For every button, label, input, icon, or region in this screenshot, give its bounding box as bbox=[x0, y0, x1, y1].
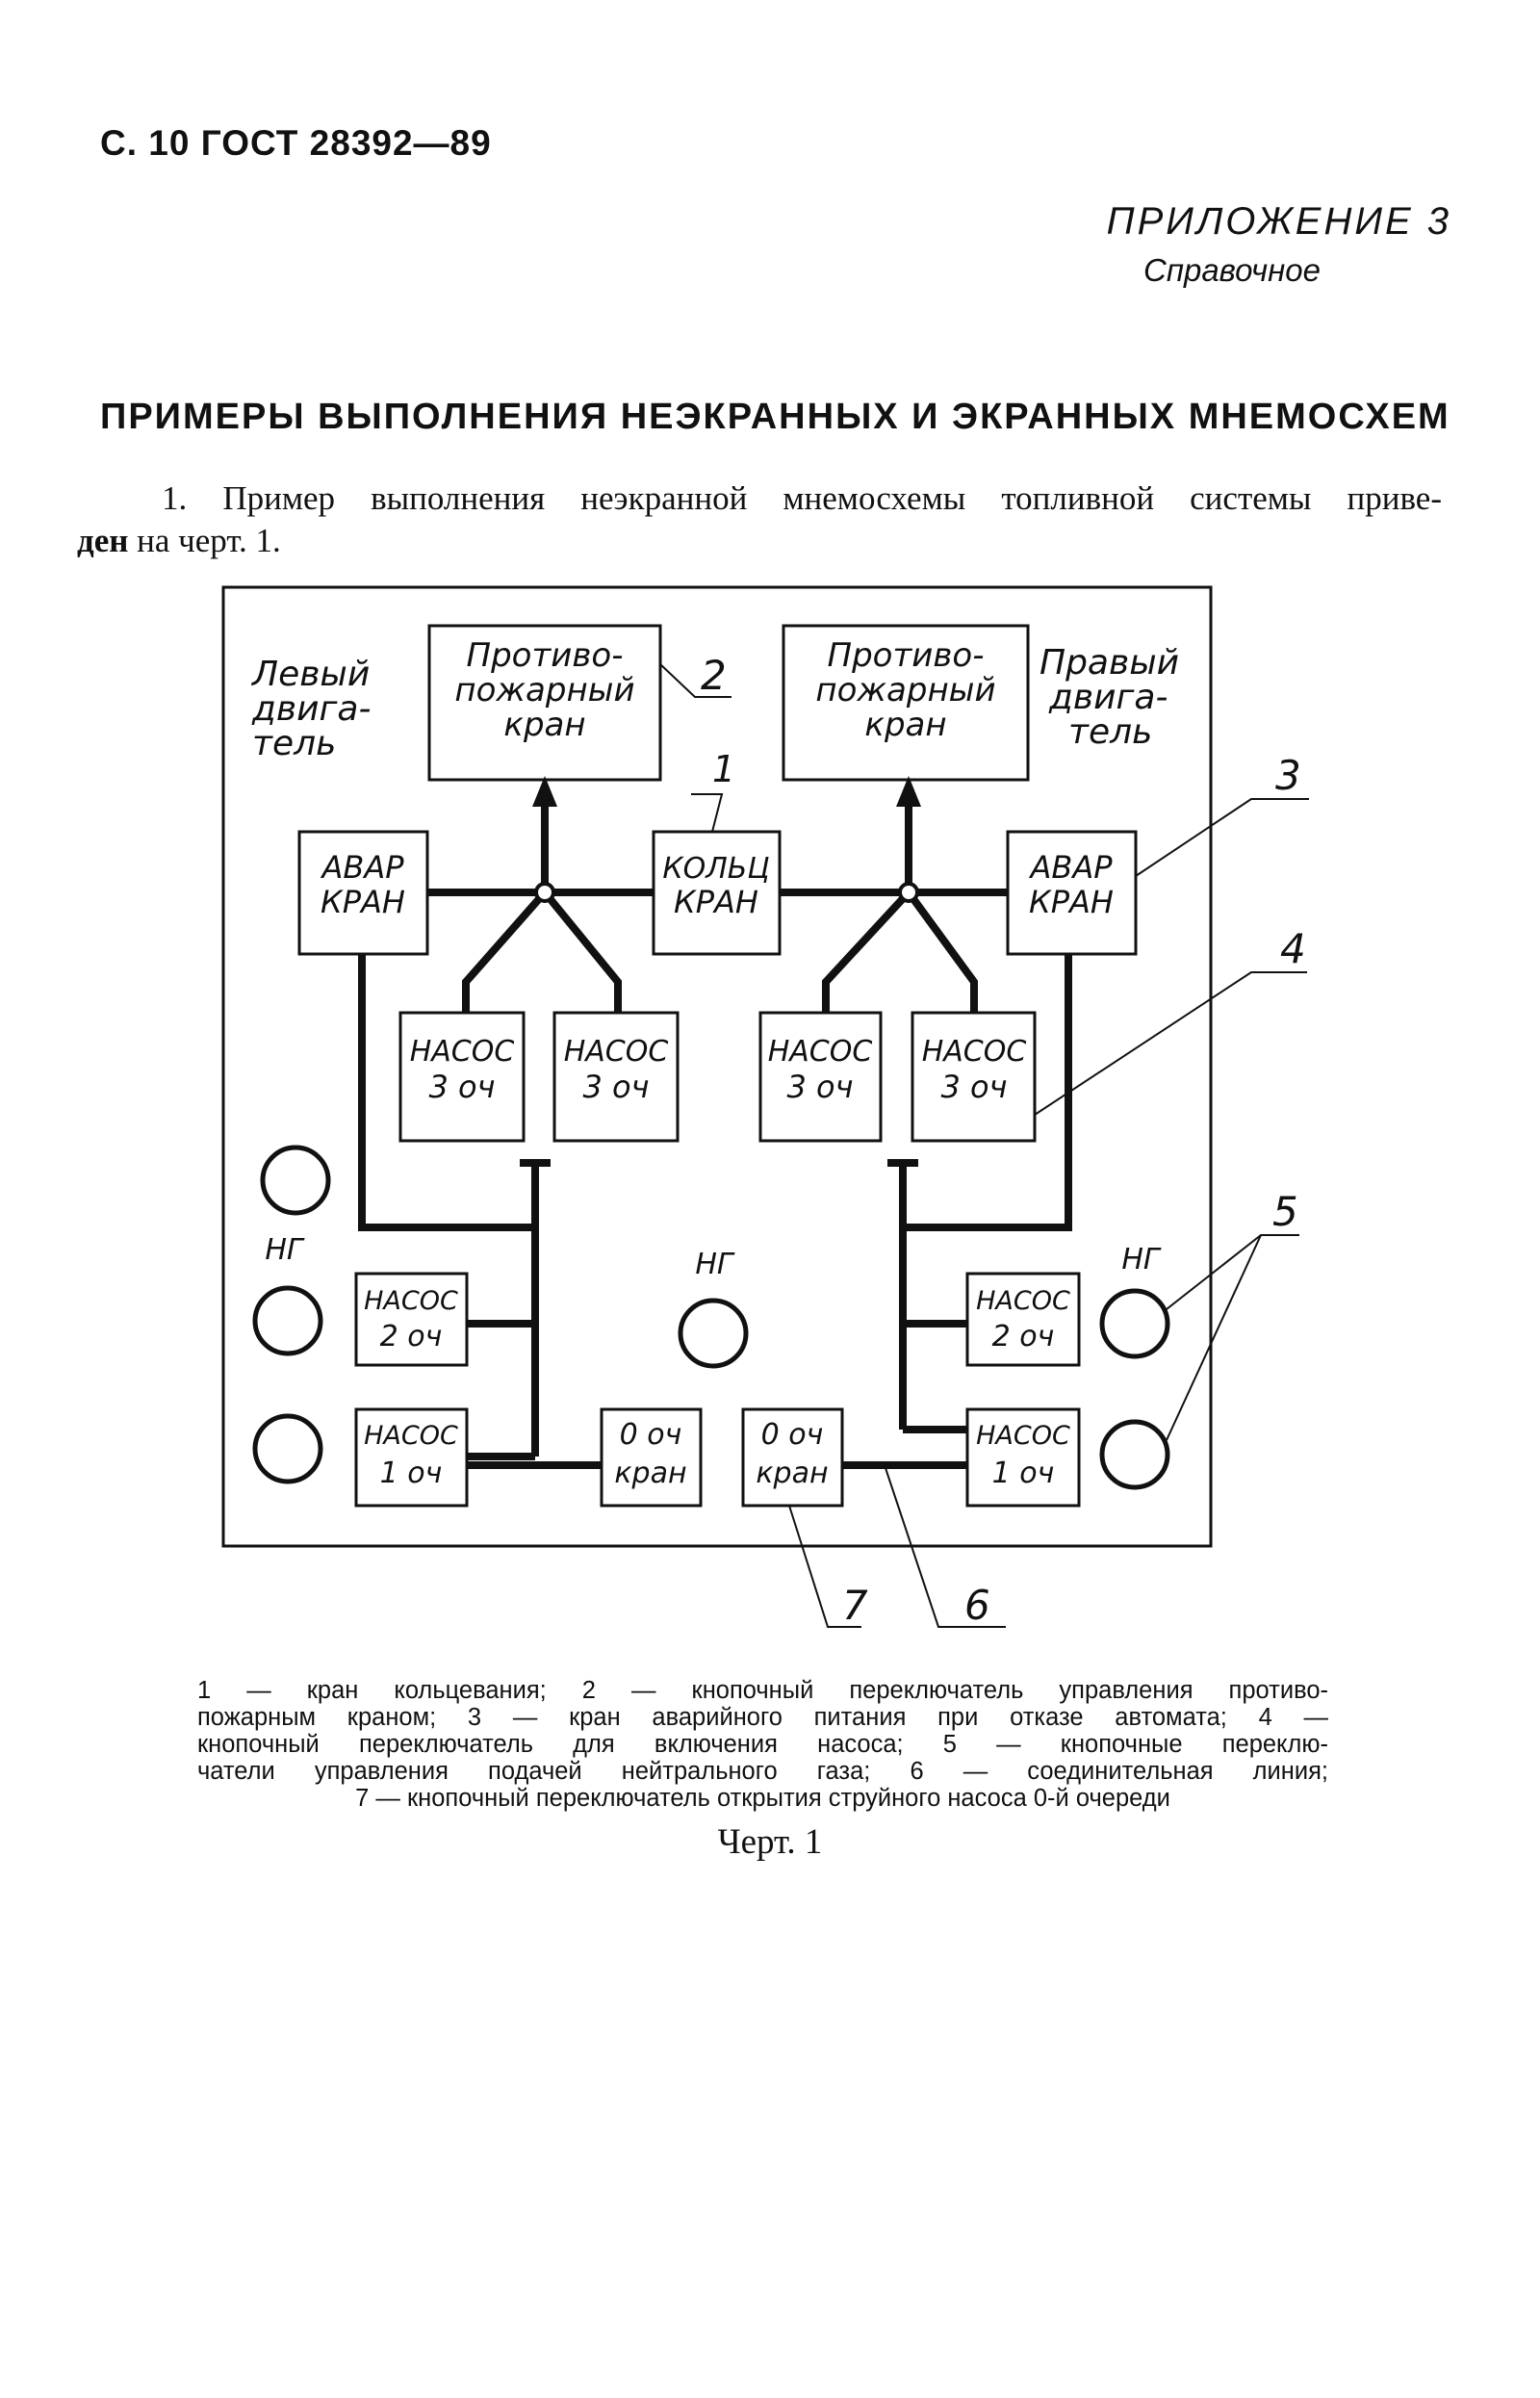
page-header: С. 10 ГОСТ 28392—89 bbox=[100, 123, 492, 163]
ng-button-right-2[interactable] bbox=[1099, 1419, 1170, 1490]
left-engine-label-1: Левый bbox=[250, 655, 370, 694]
callout-1: 1 bbox=[712, 748, 735, 790]
pump3-1-line-2: 3 оч bbox=[428, 1069, 495, 1105]
callout-2: 2 bbox=[701, 652, 727, 699]
emergency-valve-right-line-1: АВАР bbox=[1028, 849, 1113, 886]
pump1-right-line-1: НАСОС bbox=[976, 1421, 1070, 1451]
appendix-title: ПРИЛОЖЕНИЕ 3 bbox=[1106, 200, 1451, 243]
pump2-left-line-1: НАСОС bbox=[364, 1286, 458, 1316]
caption-line-5: 7 — кнопочный переключатель открытия стр… bbox=[355, 1785, 1170, 1812]
diagram-frame bbox=[221, 585, 1213, 1548]
caption-line-3: кнопочный переключатель для включения на… bbox=[197, 1731, 1328, 1758]
pump3-1-line-1: НАСОС bbox=[410, 1035, 515, 1069]
ng-button-left-1[interactable] bbox=[260, 1145, 331, 1216]
ng-label-left: НГ bbox=[265, 1233, 305, 1267]
left-engine-label-2: двига- bbox=[251, 689, 371, 729]
zero-valve-left-box bbox=[600, 1407, 703, 1508]
emergency-valve-left-line-1: АВАР bbox=[320, 849, 404, 886]
ng-button-center[interactable] bbox=[678, 1298, 749, 1369]
pump3-box-3 bbox=[758, 1011, 883, 1143]
zero-valve-right-box bbox=[741, 1407, 844, 1508]
zero-valve-left-line-2: кран bbox=[614, 1457, 686, 1490]
pump2-left-box bbox=[354, 1272, 469, 1367]
pump3-2-line-1: НАСОС bbox=[564, 1035, 669, 1069]
fire-valve-left-line-2: пожарный bbox=[454, 671, 634, 709]
pump2-right-line-1: НАСОС bbox=[976, 1286, 1070, 1316]
ng-label-center: НГ bbox=[695, 1248, 735, 1281]
junction-right bbox=[898, 882, 919, 903]
fire-valve-left-line-3: кран bbox=[503, 706, 585, 744]
fire-valve-right-line-3: кран bbox=[864, 706, 946, 744]
pump2-right-box bbox=[965, 1272, 1081, 1367]
left-engine-label-3: тель bbox=[252, 724, 336, 763]
figure-label: Черт. 1 bbox=[717, 1822, 823, 1862]
ng-button-left-2[interactable] bbox=[252, 1285, 323, 1356]
figure-caption: 1 — кран кольцевания; 2 — кнопочный пере… bbox=[197, 1677, 1328, 1812]
section-title: ПРИМЕРЫ ВЫПОЛНЕНИЯ НЕЭКРАННЫХ И ЭКРАННЫХ… bbox=[100, 397, 1450, 437]
pump2-right-line-2: 2 оч bbox=[992, 1320, 1055, 1354]
pump2-left-line-2: 2 оч bbox=[380, 1320, 443, 1354]
caption-line-2: пожарным краном; 3 — кран аварийного пит… bbox=[197, 1704, 1328, 1731]
paragraph-line-2: ден на черт. 1. bbox=[77, 522, 281, 560]
zero-valve-left-line-1: 0 оч bbox=[620, 1418, 682, 1452]
callout-4: 4 bbox=[1280, 925, 1306, 972]
fire-valve-right-box bbox=[782, 624, 1030, 782]
right-engine-label-3: тель bbox=[1068, 712, 1152, 752]
caption-line-1: 1 — кран кольцевания; 2 — кнопочный пере… bbox=[197, 1677, 1328, 1704]
callout-7: 7 bbox=[842, 1582, 868, 1629]
ring-valve-line-2: КРАН bbox=[674, 884, 758, 920]
callout-6: 6 bbox=[964, 1582, 990, 1629]
pump3-4-line-2: 3 оч bbox=[940, 1069, 1007, 1105]
pump3-3-line-1: НАСОС bbox=[768, 1035, 873, 1069]
ng-button-right-1[interactable] bbox=[1099, 1288, 1170, 1359]
paragraph-bold-word: ден bbox=[77, 522, 129, 559]
pump3-3-line-2: 3 оч bbox=[786, 1069, 853, 1105]
zero-valve-right-line-1: 0 оч bbox=[761, 1418, 824, 1452]
right-engine-label-1: Правый bbox=[1040, 643, 1179, 683]
zero-valve-right-line-2: кран bbox=[756, 1457, 828, 1490]
pump1-left-line-2: 1 оч bbox=[380, 1457, 443, 1490]
ng-button-left-3[interactable] bbox=[252, 1413, 323, 1484]
ring-valve-line-1: КОЛЬЦ bbox=[662, 852, 769, 886]
pump3-2-line-2: 3 оч bbox=[582, 1069, 649, 1105]
junction-left bbox=[534, 882, 555, 903]
arrow-up-right-icon bbox=[896, 776, 921, 807]
arrow-up-left-icon bbox=[532, 776, 557, 807]
pump1-right-line-2: 1 оч bbox=[992, 1457, 1055, 1490]
emergency-valve-right-line-2: КРАН bbox=[1029, 884, 1114, 920]
fire-valve-right-line-2: пожарный bbox=[815, 671, 995, 709]
fire-valve-right-line-1: Противо- bbox=[828, 636, 985, 675]
paragraph-rest: на черт. 1. bbox=[128, 522, 281, 559]
paragraph-line-1: 1. Пример выполнения неэкранной мнемосхе… bbox=[162, 479, 1442, 517]
pump1-left-line-1: НАСОС bbox=[364, 1421, 458, 1451]
right-engine-label-2: двига- bbox=[1048, 678, 1168, 717]
caption-line-4: чатели управления подачей нейтрального г… bbox=[197, 1758, 1328, 1785]
callout-5: 5 bbox=[1272, 1188, 1298, 1235]
fire-valve-left-line-1: Противо- bbox=[467, 636, 624, 675]
pump3-4-line-1: НАСОС bbox=[922, 1035, 1027, 1069]
pump1-right-box bbox=[965, 1407, 1081, 1508]
emergency-valve-left-line-2: КРАН bbox=[321, 884, 405, 920]
appendix-subtitle: Справочное bbox=[1142, 252, 1321, 288]
callout-3: 3 bbox=[1275, 752, 1301, 799]
ng-label-right: НГ bbox=[1121, 1243, 1162, 1276]
